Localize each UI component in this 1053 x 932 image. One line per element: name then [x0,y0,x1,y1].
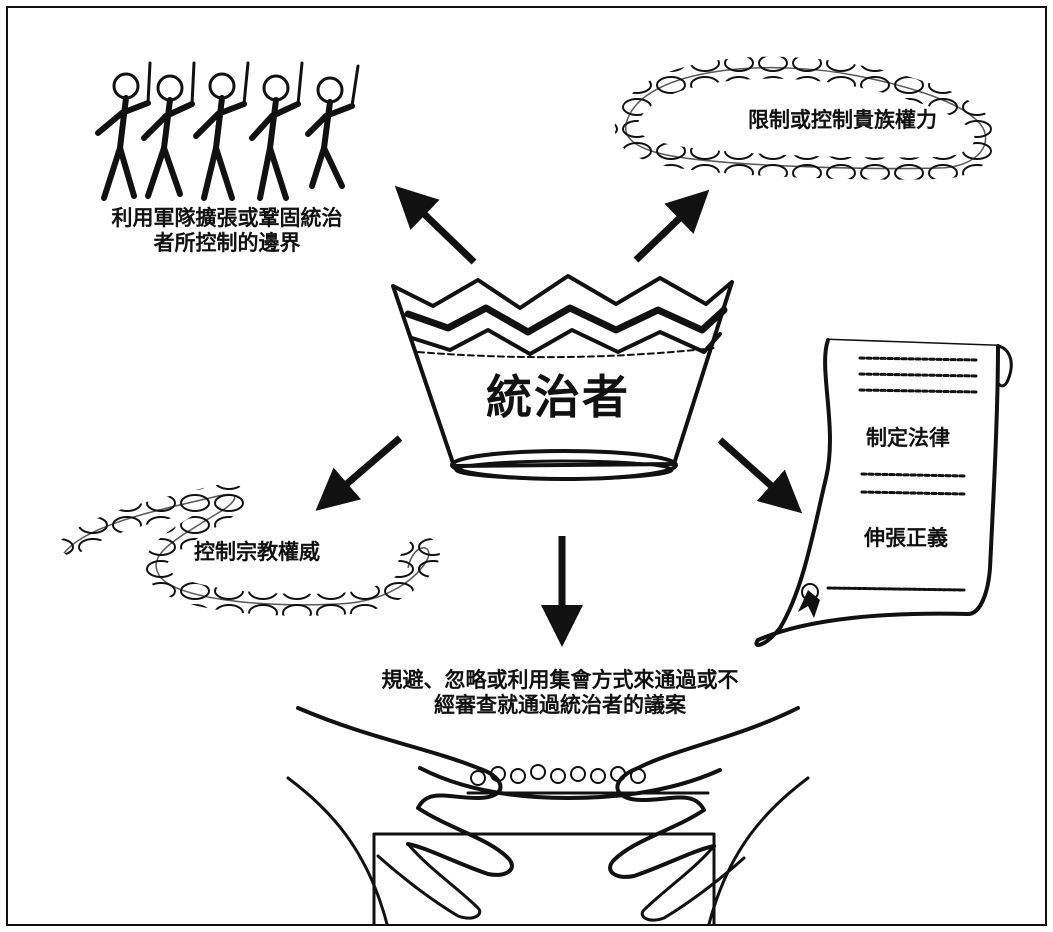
crown-icon [391,274,734,481]
arrow-to-laws [717,437,803,514]
soldier-figure [193,61,250,201]
soldier-figure [141,61,196,199]
assembly-box [372,832,716,924]
soldiers-icon [95,61,360,201]
arrow-to-nobles [633,189,710,263]
assembly-label-line2: 經審查就通過統治者的議案 [434,693,686,718]
arrow-to-military [394,185,477,265]
assembly-label-line1: 規避、忽略或利用集會方式來通過或不 [381,668,739,692]
justice-label: 伸張正義 [864,526,948,550]
military-label: 利用軍隊擴張或鞏固統治 者所控制的邊界 [82,206,372,256]
hands-icon [286,706,810,924]
nobles-label: 限制或控制貴族權力 [748,108,937,132]
ruler-label: 統治者 [486,370,630,424]
chain-icon [55,483,440,616]
assembly-label: 規避、忽略或利用集會方式來通過或不 經審查就通過統治者的議案 [360,668,760,718]
religion-label: 控制宗教權威 [194,540,320,564]
laws-label: 制定法律 [866,426,950,450]
soldier-figure [305,64,360,189]
chain-icon [614,56,997,180]
military-label-line1: 利用軍隊擴張或鞏固統治 [111,206,343,230]
soldier-figure [249,61,304,201]
illustration [55,56,1013,924]
soldier-figure [95,61,152,201]
diagram-frame: 統治者 利用軍隊擴張或鞏固統治 者所控制的邊界 限制或控制貴族權力 控制宗教權威… [6,6,1047,926]
assembly-people-icon [466,764,710,795]
arrow-to-religion [315,435,403,511]
arrows [315,185,803,647]
military-label-line2: 者所控制的邊界 [153,231,301,256]
scroll-icon [754,338,1013,647]
seal-icon [798,590,820,618]
